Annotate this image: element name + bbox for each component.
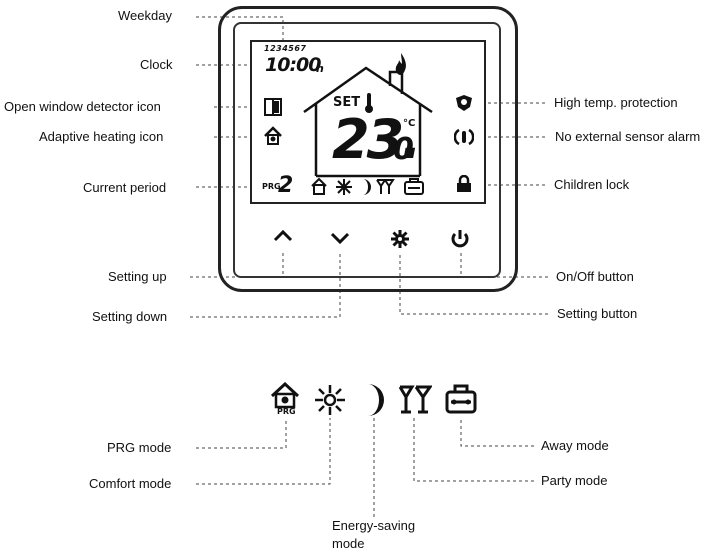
open-window-icon bbox=[264, 98, 282, 116]
label-onoff: On/Off button bbox=[556, 269, 634, 284]
label-away-mode: Away mode bbox=[541, 438, 609, 453]
child-lock-icon bbox=[457, 175, 471, 192]
label-setting-button: Setting button bbox=[557, 306, 638, 321]
label-setting-down: Setting down bbox=[92, 309, 168, 324]
label-comfort-mode: Comfort mode bbox=[89, 476, 172, 491]
label-clock: Clock bbox=[140, 57, 173, 72]
leader-comfort bbox=[196, 418, 331, 485]
flame-icon bbox=[395, 53, 406, 75]
adaptive-heating-icon bbox=[264, 126, 282, 145]
unit-celsius: °C bbox=[403, 118, 416, 129]
clock-display: 10:00 bbox=[265, 54, 321, 76]
label-open-window: Open window detector icon bbox=[4, 99, 161, 114]
label-prg-mode: PRG mode bbox=[107, 440, 172, 455]
temperature-decimal: 0 bbox=[393, 132, 414, 167]
gear-icon[interactable] bbox=[389, 228, 411, 250]
house-outline bbox=[303, 66, 433, 178]
moon-icon bbox=[368, 384, 384, 416]
leader-away bbox=[460, 418, 534, 447]
sun-icon bbox=[315, 385, 345, 415]
set-label: SET bbox=[333, 95, 361, 110]
label-high-temp: High temp. protection bbox=[554, 95, 678, 110]
prg-mode-icon bbox=[270, 382, 300, 409]
label-adaptive-heating: Adaptive heating icon bbox=[39, 129, 164, 144]
thermometer-icon bbox=[365, 93, 373, 113]
power-icon[interactable] bbox=[449, 228, 471, 250]
label-energy-saving-1: Energy-saving bbox=[332, 518, 416, 533]
current-period-value: 2 bbox=[278, 173, 294, 198]
label-no-sensor: No external sensor alarm bbox=[555, 129, 701, 144]
thermostat-bezel bbox=[233, 22, 501, 278]
no-sensor-alarm-icon bbox=[454, 128, 474, 146]
label-party-mode: Party mode bbox=[541, 473, 608, 488]
prg-icon-text: PRG bbox=[277, 407, 296, 416]
leader-weekday bbox=[196, 16, 284, 46]
up-chevron-icon[interactable] bbox=[272, 228, 294, 244]
leader-prg bbox=[196, 418, 287, 449]
clock-suffix: h bbox=[316, 62, 324, 75]
label-weekday: Weekday bbox=[118, 8, 172, 23]
thermostat-body bbox=[218, 6, 518, 292]
down-chevron-icon[interactable] bbox=[329, 230, 351, 246]
leader-party bbox=[413, 418, 534, 482]
leader-setting bbox=[399, 252, 548, 315]
cocktail-icon bbox=[398, 385, 432, 414]
lcd-mode-row bbox=[311, 177, 424, 195]
suitcase-icon bbox=[445, 384, 477, 414]
prg-label: PRG bbox=[262, 182, 281, 191]
high-temp-protection-icon bbox=[456, 95, 472, 111]
label-current-period: Current period bbox=[83, 180, 167, 195]
weekday-indicator: 1234567 bbox=[264, 44, 307, 53]
temperature-main: 23. bbox=[332, 108, 422, 171]
label-setting-up: Setting up bbox=[108, 269, 167, 284]
label-children-lock: Children lock bbox=[554, 177, 630, 192]
label-energy-saving-2: mode bbox=[332, 536, 365, 551]
leader-setting-down bbox=[190, 252, 341, 318]
